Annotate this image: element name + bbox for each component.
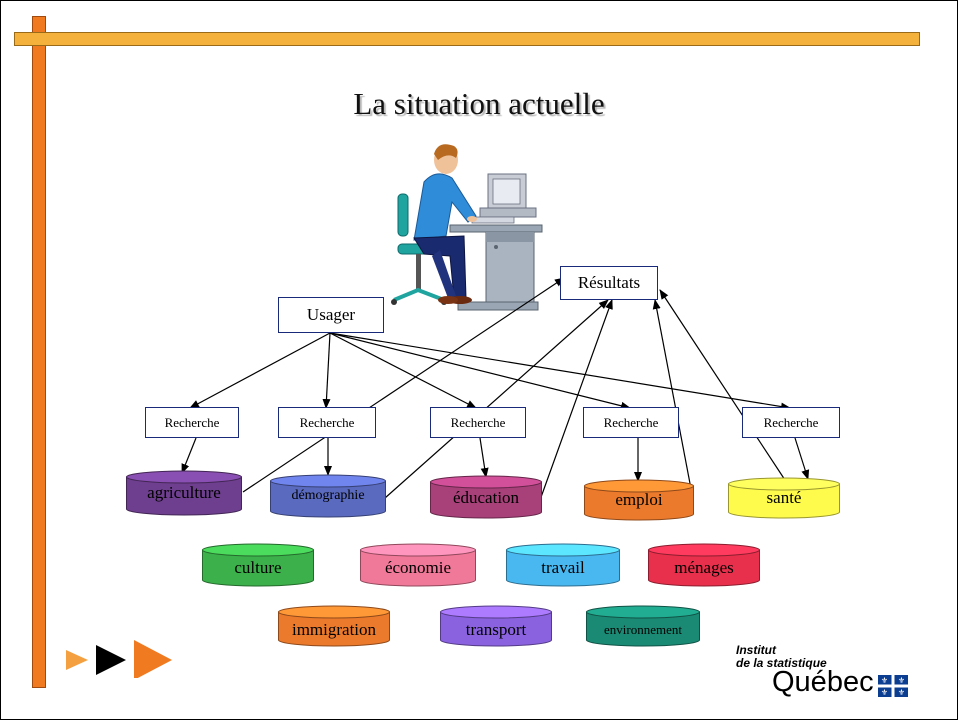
database-environnement: environnement xyxy=(586,605,700,647)
svg-text:⚜: ⚜ xyxy=(881,676,888,685)
navigation-arrows xyxy=(66,640,172,678)
svg-text:⚜: ⚜ xyxy=(898,688,905,697)
quebec-flag-icon: ⚜ ⚜ ⚜ ⚜ xyxy=(878,675,908,697)
database-label: éducation xyxy=(452,488,520,507)
database-label: culture xyxy=(234,558,282,577)
cylinder-top xyxy=(278,605,390,619)
database-label: environnement xyxy=(604,622,682,637)
database-label: démographie xyxy=(291,488,365,503)
institut-logo: Institut de la statistique Québec ⚜ ⚜ ⚜ … xyxy=(736,644,946,704)
slide-title: La situation actuelle xyxy=(353,86,605,121)
cylinder-top xyxy=(202,543,314,557)
database-label: travail xyxy=(541,558,585,577)
cylinder-body xyxy=(360,549,476,587)
cylinder-body xyxy=(728,483,840,519)
usager-box: Usager xyxy=(278,297,384,333)
cylinder-top xyxy=(126,470,242,484)
database-label: ménages xyxy=(674,558,734,577)
database-label: agriculture xyxy=(147,483,221,502)
recherche-to-database-arrows xyxy=(181,437,810,482)
database-sante: santé xyxy=(728,477,840,519)
cylinder-top xyxy=(728,477,840,491)
database-label: économie xyxy=(384,558,452,577)
cylinder-top xyxy=(360,543,476,557)
database-menages: ménages xyxy=(648,543,760,587)
cylinder-body xyxy=(586,611,700,647)
cylinder-top xyxy=(440,605,552,619)
next-triangle-icon[interactable] xyxy=(134,640,172,678)
cylinder-body xyxy=(278,611,390,647)
database-immigration: immigration xyxy=(278,605,390,647)
recherche-box-3: Recherche xyxy=(430,407,526,438)
database-label: transport xyxy=(465,620,527,639)
database-label: immigration xyxy=(291,620,377,639)
cylinder-body xyxy=(126,476,242,516)
recherche-label: Recherche xyxy=(603,414,659,430)
svg-text:⚜: ⚜ xyxy=(881,688,888,697)
usager-to-recherche-arrows xyxy=(189,332,791,411)
database-agriculture: agriculture xyxy=(126,470,242,516)
black-triangle-icon[interactable] xyxy=(96,645,126,675)
cylinder-body xyxy=(202,549,314,587)
horizontal-accent-bar xyxy=(14,32,920,46)
cylinder-body xyxy=(648,549,760,587)
usager-label: Usager xyxy=(306,305,356,324)
cylinder-top xyxy=(586,605,700,619)
database-to-resultats-arrows xyxy=(242,277,786,501)
cylinder-body xyxy=(440,611,552,647)
cylinder-top xyxy=(584,479,694,493)
cylinder-body xyxy=(584,485,694,521)
svg-text:⚜: ⚜ xyxy=(898,676,905,685)
logo-line-1: Institut xyxy=(736,643,776,657)
cylinder-body xyxy=(270,480,386,518)
logo-line-2: de la statistique xyxy=(736,656,827,670)
recherche-label: Recherche xyxy=(299,414,355,430)
cylinder-body xyxy=(506,549,620,587)
database-education: éducation xyxy=(430,475,542,519)
database-economie: économie xyxy=(360,543,476,587)
cylinder-top xyxy=(430,475,542,489)
resultats-label: Résultats xyxy=(577,273,641,292)
database-label: santé xyxy=(766,488,802,507)
recherche-label: Recherche xyxy=(164,414,220,430)
recherche-box-1: Recherche xyxy=(145,407,239,438)
vertical-accent-bar xyxy=(32,16,46,688)
database-travail: travail xyxy=(506,543,620,587)
small-triangle-icon xyxy=(66,650,88,670)
user-at-computer-illustration xyxy=(391,144,543,311)
recherche-box-2: Recherche xyxy=(278,407,376,438)
database-label: emploi xyxy=(615,490,663,509)
recherche-box-4: Recherche xyxy=(583,407,679,438)
recherche-label: Recherche xyxy=(763,414,819,430)
database-emploi: emploi xyxy=(584,479,694,521)
cylinder-top xyxy=(270,474,386,488)
database-culture: culture xyxy=(202,543,314,587)
cylinder-body xyxy=(430,481,542,519)
resultats-box: Résultats xyxy=(560,266,658,300)
database-transport: transport xyxy=(440,605,552,647)
cylinder-top xyxy=(648,543,760,557)
recherche-label: Recherche xyxy=(450,414,506,430)
database-demographie: démographie xyxy=(270,474,386,518)
logo-line-3: Québec xyxy=(772,666,874,698)
cylinder-top xyxy=(506,543,620,557)
recherche-box-5: Recherche xyxy=(742,407,840,438)
